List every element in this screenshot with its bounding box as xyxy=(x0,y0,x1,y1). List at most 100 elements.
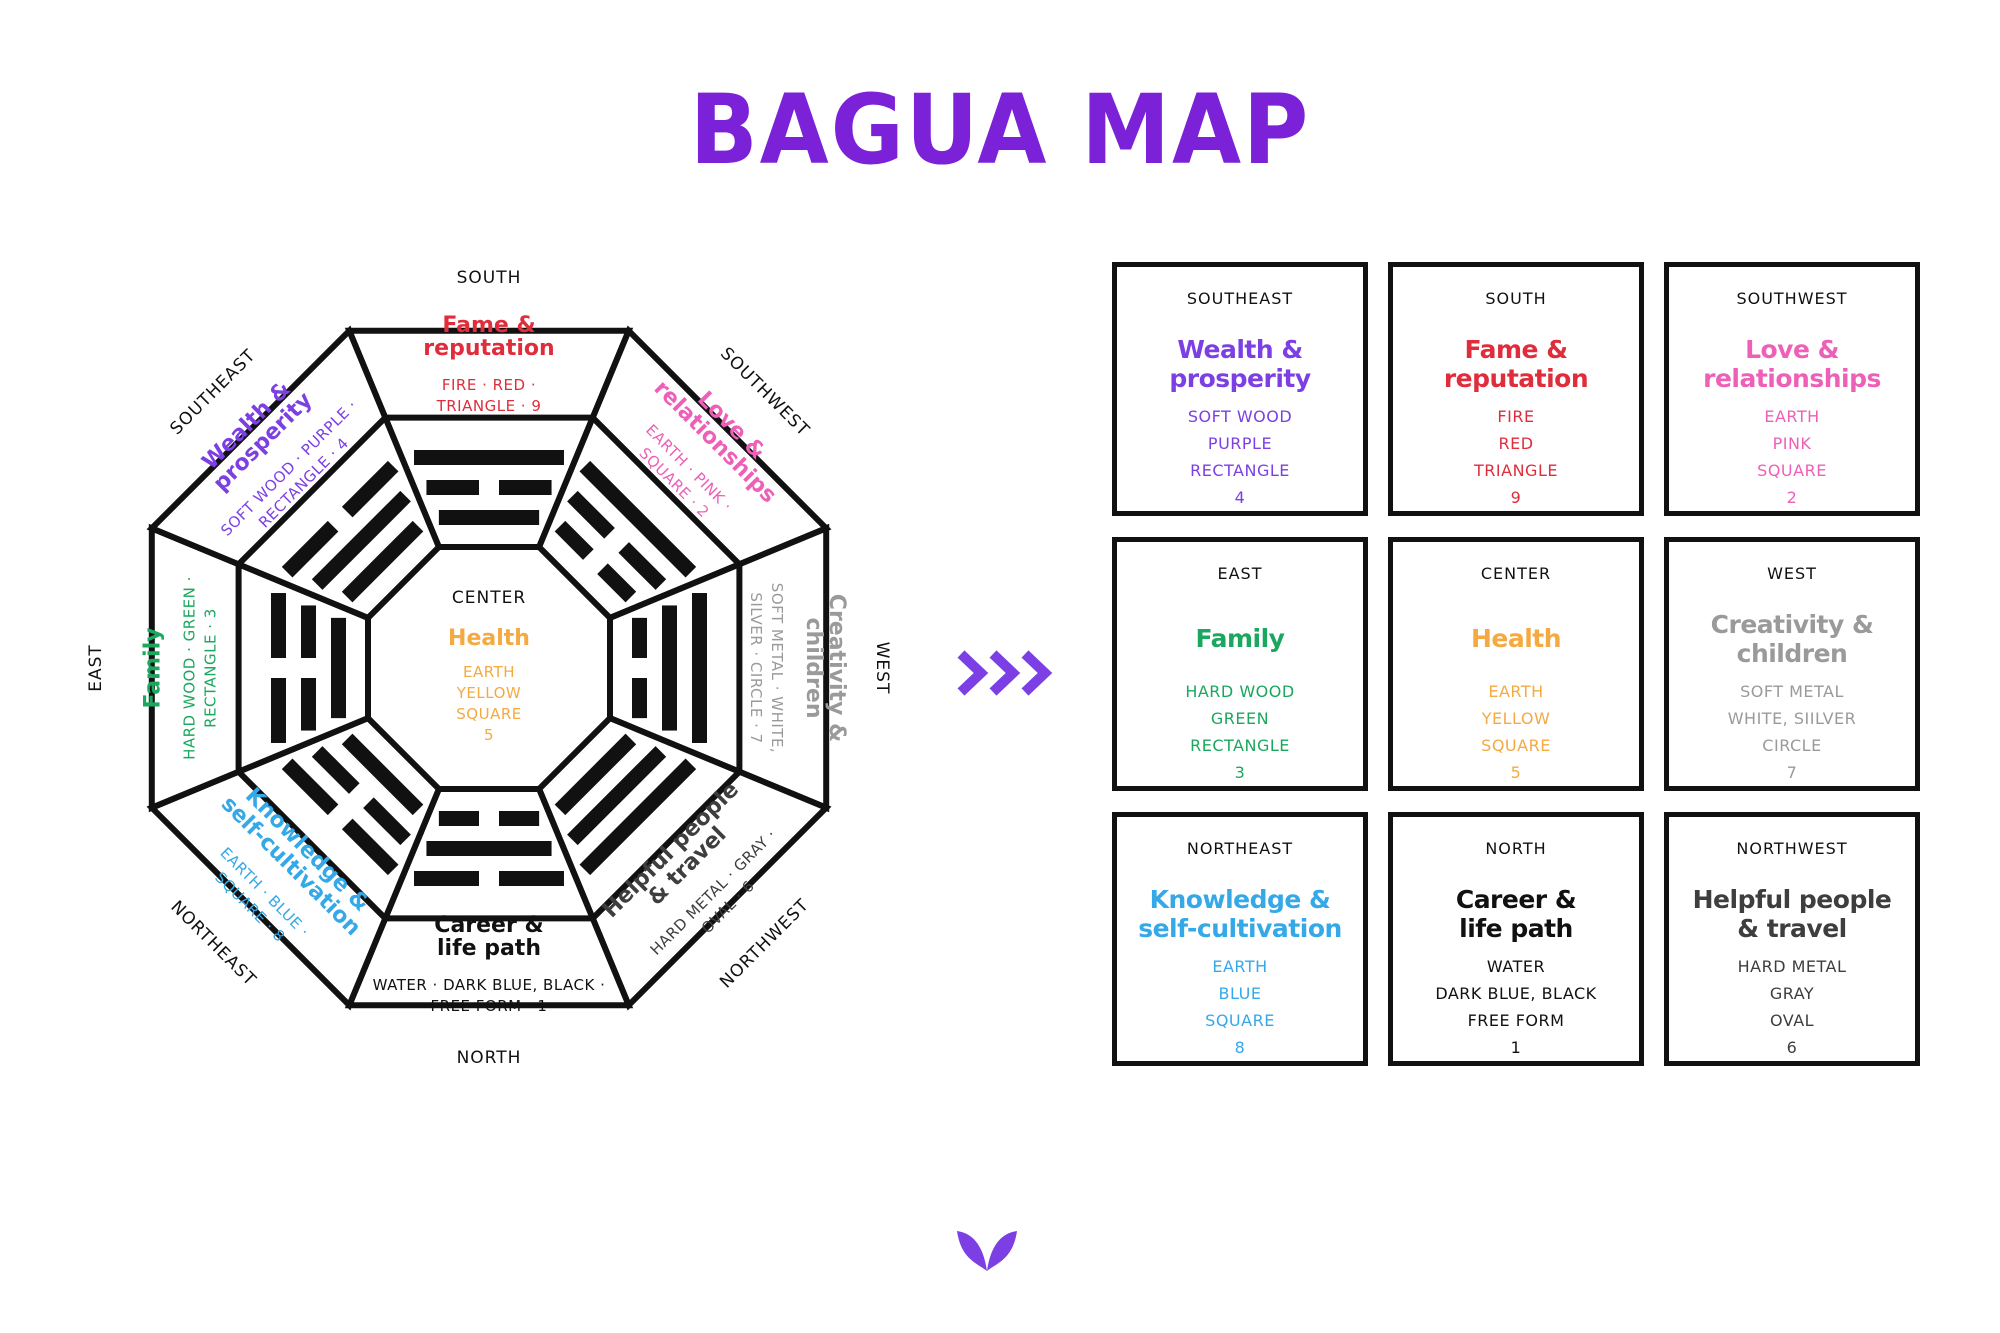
cell-attribute: SOFT WOOD xyxy=(1187,407,1293,426)
cell-attribute: PINK xyxy=(1772,434,1812,453)
cell-title: Fame &reputation xyxy=(1443,335,1589,393)
trigram-bar-solid xyxy=(567,746,667,846)
sector-title: children xyxy=(801,618,826,719)
cell-attribute: WHITE, SIILVER xyxy=(1727,709,1857,728)
trigram-bar-solid xyxy=(579,460,697,578)
trigram-southwest xyxy=(554,460,697,603)
center-attribute: YELLOW xyxy=(456,684,521,702)
cell-attribute: 5 xyxy=(1510,763,1522,782)
sector-title: reputation xyxy=(423,336,554,361)
octagon-shapes xyxy=(146,325,832,1011)
trigram-bar-broken xyxy=(632,617,647,658)
trigram-bar-broken xyxy=(341,460,399,518)
cell-attribute: RECTANGLE xyxy=(1190,461,1290,480)
chevron-icon xyxy=(989,650,1021,696)
direction-label-east: EAST xyxy=(86,644,106,692)
cell-attribute: WATER xyxy=(1486,957,1546,976)
sector-attributes: TRIANGLE · 9 xyxy=(436,397,542,415)
cell-title: Career &life path xyxy=(1455,885,1577,943)
cell-attribute: PURPLE xyxy=(1207,434,1273,453)
leaf-logo-icon xyxy=(957,1231,1017,1271)
cell-direction: NORTHEAST xyxy=(1186,839,1294,858)
cell-attribute: EARTH xyxy=(1488,682,1544,701)
sector-attributes: SOFT METAL · WHITE, xyxy=(768,583,786,753)
trigram-bar-broken xyxy=(281,520,339,578)
center-direction-label: CENTER xyxy=(452,588,526,608)
sector-attributes: FIRE · RED · xyxy=(442,376,536,394)
cell-title: Knowledge &self-cultivation xyxy=(1138,885,1342,943)
cell-attribute: EARTH xyxy=(1212,957,1268,976)
cell-attribute: HARD METAL xyxy=(1737,957,1847,976)
cell-attribute: 9 xyxy=(1510,488,1522,507)
trigram-bar-broken xyxy=(426,480,479,495)
center-attribute: 5 xyxy=(484,726,494,744)
trigram-bar-broken xyxy=(271,678,286,743)
trigram-bars xyxy=(271,450,707,886)
cell-direction: SOUTHWEST xyxy=(1736,289,1848,308)
trigram-bar-solid xyxy=(579,758,697,876)
sector-title: Creativity & xyxy=(824,594,849,742)
trigram-bar-solid xyxy=(438,510,540,525)
trigram-bar-solid xyxy=(311,490,411,590)
cell-title: Health xyxy=(1470,624,1562,653)
trigram-bar-solid xyxy=(426,841,552,856)
trigram-bar-broken xyxy=(499,871,564,886)
sector-attributes: FREE FORM · 1 xyxy=(431,997,548,1015)
cell-title: Helpful people& travel xyxy=(1692,885,1892,943)
cell-title: Family xyxy=(1195,624,1285,653)
sector-content-east: Family HARD WOOD · GREEN ·RECTANGLE · 3 xyxy=(141,576,220,760)
cell-title: Creativity &children xyxy=(1710,610,1874,668)
sector-title: Career & xyxy=(434,913,543,938)
cell-direction: SOUTHEAST xyxy=(1186,289,1294,308)
trigram-bar-broken xyxy=(301,605,316,658)
sector-title: Fame & xyxy=(442,313,535,338)
trigram-east xyxy=(271,593,346,743)
sector-title: Family xyxy=(141,628,166,709)
trigram-bar-broken xyxy=(438,811,479,826)
cell-attribute: SQUARE xyxy=(1481,736,1551,755)
cell-attribute: RECTANGLE xyxy=(1190,736,1290,755)
trigram-bar-broken xyxy=(597,563,637,603)
trigram-bar-broken xyxy=(311,746,360,794)
cell-attribute: OVAL xyxy=(1769,1011,1815,1030)
cell-attribute: FIRE xyxy=(1497,407,1535,426)
sector-attributes: RECTANGLE · 3 xyxy=(202,608,220,728)
center-attribute: SQUARE xyxy=(456,705,521,723)
cell-direction: CENTER xyxy=(1480,564,1552,583)
chevron-icon xyxy=(957,650,989,696)
trigram-southeast xyxy=(281,460,424,603)
chevron-icon xyxy=(1021,650,1053,696)
center-attribute: EARTH xyxy=(463,663,515,681)
cell-direction: SOUTH xyxy=(1485,289,1547,308)
sector-attributes: HARD WOOD · GREEN · xyxy=(181,576,199,760)
trigram-northeast xyxy=(281,733,424,876)
trigram-bar-solid xyxy=(341,733,424,816)
cell-attribute: 1 xyxy=(1510,1038,1522,1057)
direction-label-south: SOUTH xyxy=(457,268,522,288)
cell-attribute: FREE FORM xyxy=(1467,1011,1565,1030)
trigram-northwest xyxy=(554,733,697,876)
cell-attribute: GREEN xyxy=(1210,709,1270,728)
cell-attribute: DARK BLUE, BLACK xyxy=(1435,984,1597,1003)
trigram-north xyxy=(414,811,564,886)
cell-attribute: CIRCLE xyxy=(1762,736,1822,755)
cell-attribute: 2 xyxy=(1786,488,1798,507)
trigram-bar-broken xyxy=(341,818,399,876)
